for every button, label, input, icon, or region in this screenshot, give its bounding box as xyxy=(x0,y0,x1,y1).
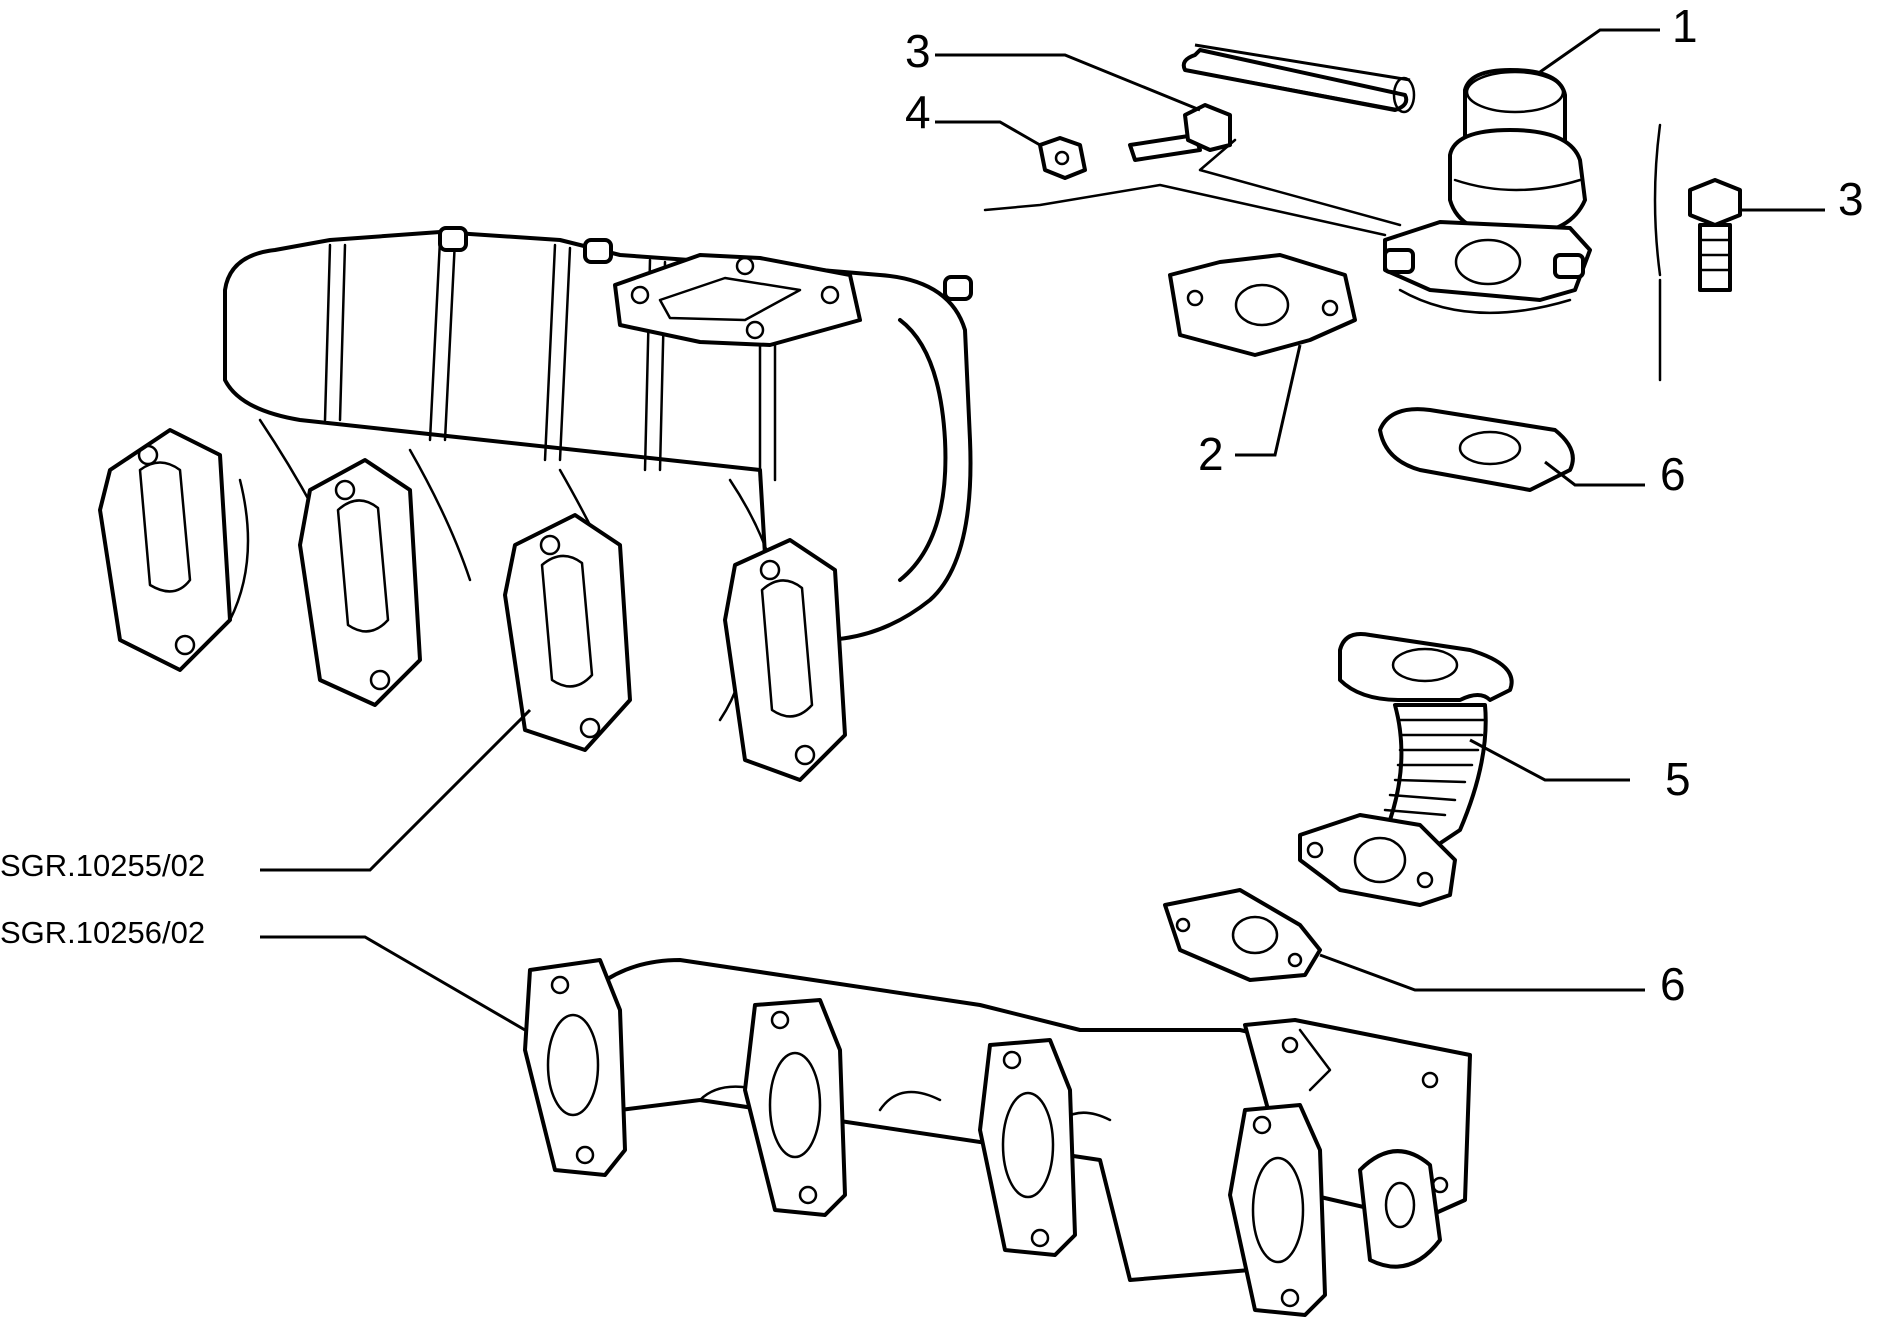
leader-1 xyxy=(1539,28,1660,74)
callout-1: 1 xyxy=(1672,0,1698,52)
nut-4 xyxy=(1038,136,1087,180)
reference-exhaust-manifold: SGR.10256/02 xyxy=(0,915,205,950)
intake-port-flange xyxy=(723,538,847,782)
exhaust-port-flange xyxy=(743,998,847,1217)
intake-manifold xyxy=(98,226,973,782)
stud xyxy=(583,238,613,264)
callout-2: 2 xyxy=(1198,428,1224,480)
vacuum-hose xyxy=(1181,43,1416,114)
leader-3-left xyxy=(935,53,1201,112)
exhaust-manifold xyxy=(523,958,1472,1317)
exhaust-port-flange xyxy=(523,958,627,1177)
callout-6-upper: 6 xyxy=(1660,448,1686,500)
leader-4 xyxy=(935,120,1041,147)
leader-6-lower xyxy=(1319,953,1645,992)
exhaust-port-flange xyxy=(1228,1103,1327,1317)
gasket-2 xyxy=(1168,253,1357,357)
bolt-3-left xyxy=(1128,103,1232,162)
egr-pipe-5 xyxy=(1298,632,1514,907)
leader-6-upper xyxy=(1544,460,1645,487)
stud xyxy=(943,275,973,301)
gasket-6-upper xyxy=(1378,407,1575,492)
callout-4: 4 xyxy=(905,86,931,138)
reference-intake-manifold: SGR.10255/02 xyxy=(0,848,205,883)
intake-port-flange xyxy=(98,428,232,672)
leader-exhaust-ref xyxy=(260,935,526,1032)
exhaust-port-flange xyxy=(978,1038,1077,1257)
intake-port-flange xyxy=(503,513,632,752)
stud xyxy=(438,226,468,252)
bolt-3-right xyxy=(1688,178,1742,292)
callout-6-lower: 6 xyxy=(1660,958,1686,1010)
egr-valve xyxy=(1383,68,1592,315)
leader-2 xyxy=(1235,344,1302,457)
leader-intake-ref xyxy=(260,708,532,872)
callout-5: 5 xyxy=(1665,753,1691,805)
gasket-6-lower xyxy=(1163,888,1322,982)
callout-3-left: 3 xyxy=(905,25,931,77)
callout-3-right: 3 xyxy=(1838,173,1864,225)
leader-5 xyxy=(1469,738,1630,782)
intake-port-flange xyxy=(298,458,422,707)
